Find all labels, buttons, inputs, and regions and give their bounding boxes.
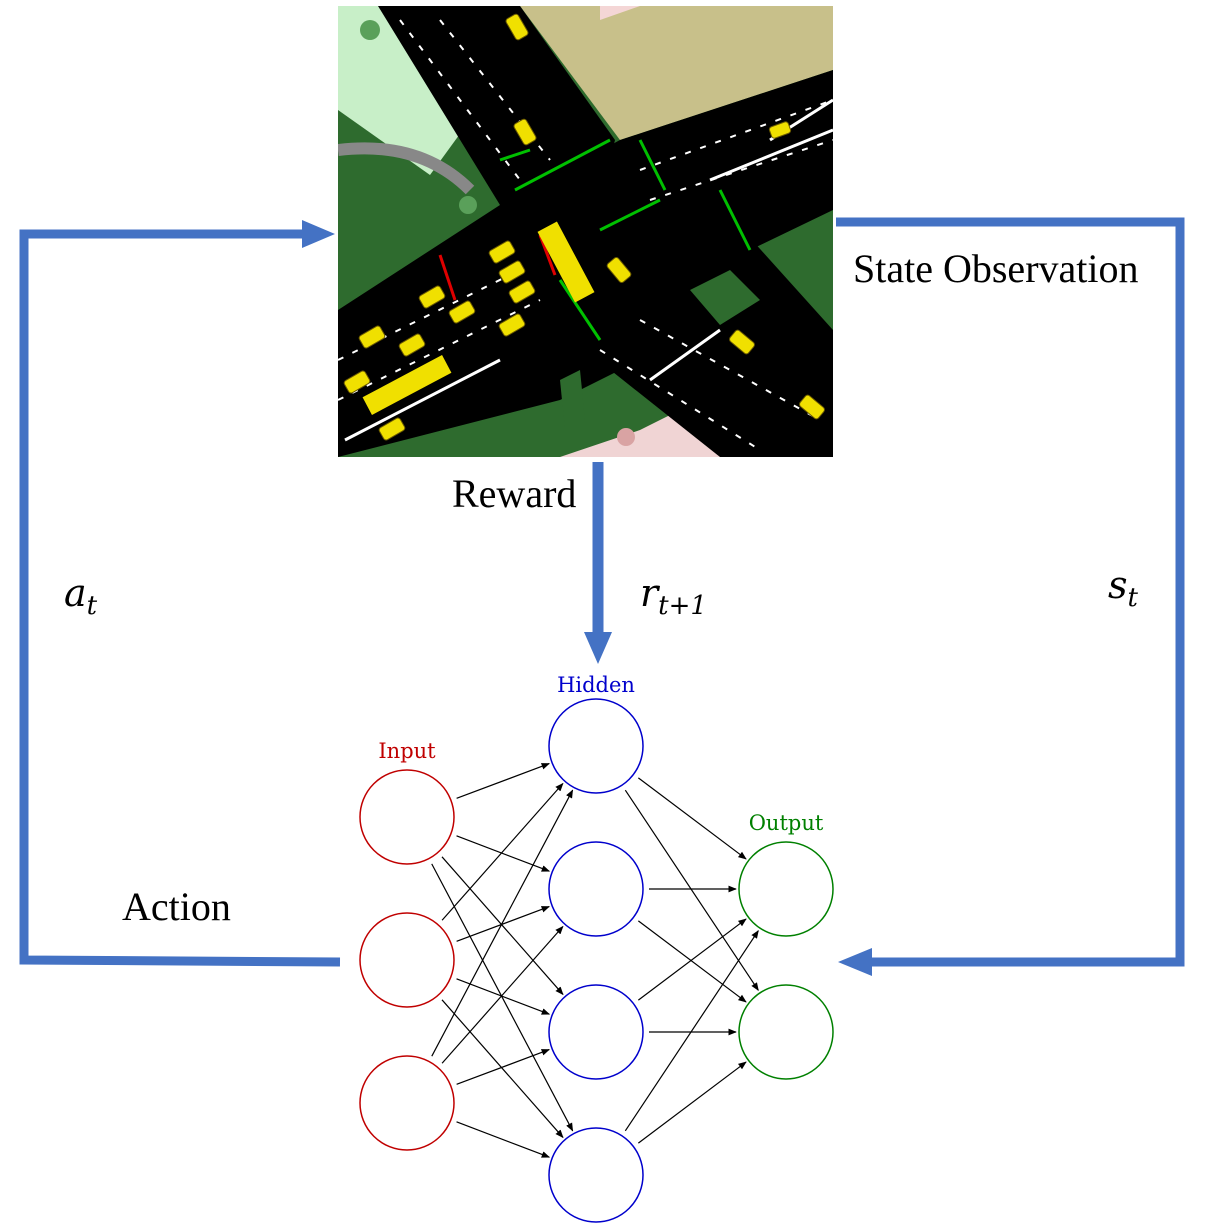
action-arrowhead <box>302 220 335 248</box>
network-edge <box>456 763 550 799</box>
output-node <box>738 984 834 1080</box>
hidden-node <box>548 841 644 937</box>
network-edge <box>441 856 564 996</box>
state-arrow <box>836 217 1185 967</box>
hidden-layer-label: Hidden <box>557 673 635 697</box>
network-edge <box>441 925 564 1064</box>
network-edge <box>637 1061 747 1144</box>
output-layer-label: Output <box>749 811 824 835</box>
input-node <box>359 912 455 1008</box>
action-symbol: at <box>64 571 98 621</box>
reward-label: Reward <box>452 471 576 516</box>
network-edge <box>624 789 759 992</box>
reward-symbol: rt+1 <box>640 571 707 621</box>
network-edge <box>637 918 747 1001</box>
network-edge <box>624 929 759 1132</box>
action-label: Action <box>122 884 231 929</box>
input-node <box>359 1055 455 1151</box>
neural-network: Input Hidden Output <box>359 673 834 1223</box>
network-edge <box>637 920 747 1003</box>
network-edge <box>456 1049 550 1085</box>
network-edge <box>431 789 574 1057</box>
reward-arrow <box>584 462 612 664</box>
network-edge <box>441 782 564 921</box>
network-edge <box>456 978 551 1015</box>
network-edge <box>456 906 550 942</box>
action-arrow <box>19 229 341 967</box>
network-edge <box>456 835 551 872</box>
hidden-node <box>548 698 644 794</box>
network-edge <box>456 1121 551 1158</box>
state-observation-label: State Observation <box>853 246 1139 291</box>
hidden-layer <box>548 698 644 1223</box>
network-edge <box>637 777 747 860</box>
input-layer-label: Input <box>378 739 436 763</box>
network-edge <box>441 999 564 1139</box>
output-node <box>738 841 834 937</box>
network-edges <box>431 763 759 1158</box>
state-arrowhead <box>838 948 872 976</box>
network-edge <box>431 863 574 1132</box>
input-layer <box>359 769 455 1151</box>
hidden-node <box>548 984 644 1080</box>
hidden-node <box>548 1127 644 1223</box>
output-layer <box>738 841 834 1080</box>
intersection-map-icon <box>338 6 833 457</box>
state-symbol: st <box>1108 563 1139 613</box>
input-node <box>359 769 455 865</box>
